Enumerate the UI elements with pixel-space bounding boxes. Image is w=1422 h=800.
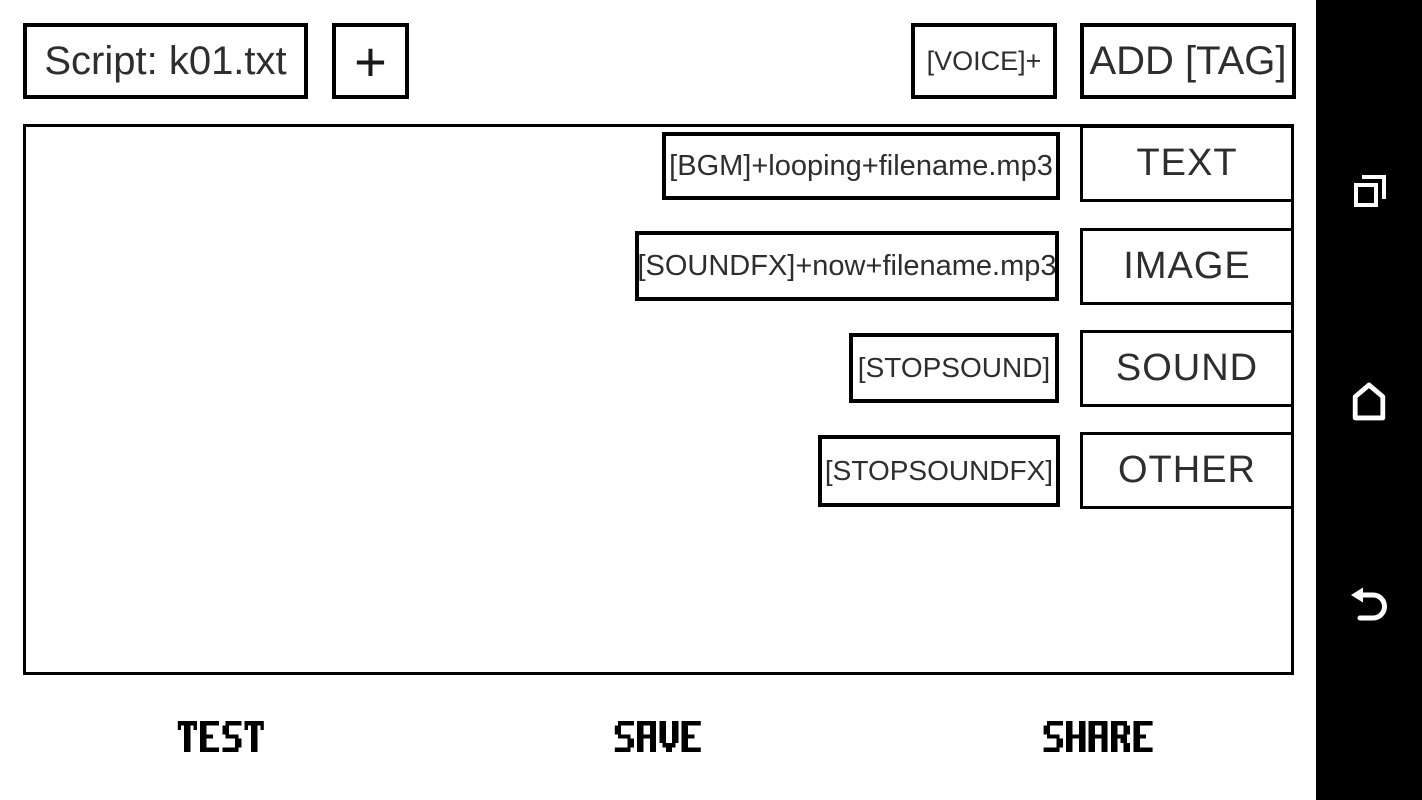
- tag-category-other-button[interactable]: OTHER: [1080, 432, 1294, 509]
- stopsound-tag-example[interactable]: [STOPSOUND]: [849, 333, 1059, 403]
- recent-apps-icon: [1354, 175, 1386, 207]
- save-button-label: [614, 721, 702, 752]
- back-icon: [1351, 587, 1387, 621]
- tag-category-image-button[interactable]: IMAGE: [1080, 228, 1294, 305]
- script-name-button[interactable]: Script: k01.txt: [23, 23, 308, 99]
- tag-category-text-button[interactable]: TEXT: [1080, 125, 1294, 202]
- stopsoundfx-tag-example[interactable]: [STOPSOUNDFX]: [818, 435, 1060, 507]
- add-script-button[interactable]: +: [332, 23, 409, 99]
- android-nav-bar: [1316, 0, 1422, 800]
- back-button[interactable]: [1349, 586, 1391, 629]
- bgm-tag-example[interactable]: [BGM]+looping+filename.mp3: [662, 132, 1060, 200]
- share-button-label: [1043, 721, 1153, 752]
- recent-apps-button[interactable]: [1350, 173, 1388, 216]
- test-button-label: [177, 721, 265, 752]
- save-button[interactable]: [614, 721, 702, 752]
- tag-category-sound-button[interactable]: SOUND: [1080, 330, 1294, 407]
- soundfx-tag-example[interactable]: [SOUNDFX]+now+filename.mp3: [635, 231, 1059, 301]
- home-icon: [1352, 382, 1386, 421]
- voice-tag-button[interactable]: [VOICE]+: [911, 23, 1057, 99]
- test-button[interactable]: [177, 721, 265, 752]
- share-button[interactable]: [1043, 721, 1153, 752]
- add-tag-button[interactable]: ADD [TAG]: [1080, 23, 1296, 99]
- home-button[interactable]: [1352, 381, 1386, 428]
